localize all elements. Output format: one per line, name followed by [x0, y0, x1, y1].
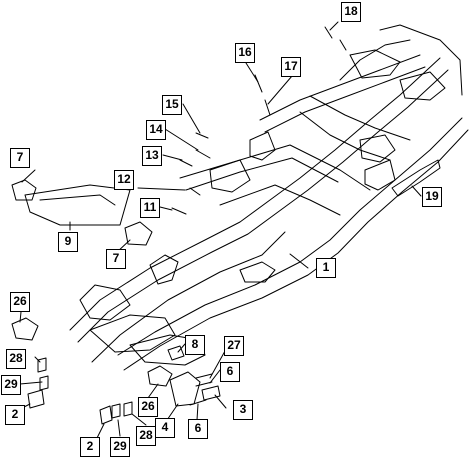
part-7-bracket-right	[124, 221, 153, 246]
callout-28-b: 28	[136, 426, 156, 446]
callout-6-b: 6	[188, 419, 208, 439]
part-2-mount-b	[99, 405, 113, 425]
callout-7-b: 7	[106, 249, 126, 269]
part-19-bracket	[391, 159, 441, 197]
part-7-bracket-left	[11, 179, 37, 201]
callout-27: 27	[224, 336, 244, 356]
part-14-bolt	[195, 149, 211, 159]
callout-29-b: 29	[110, 437, 130, 457]
callout-26-a: 26	[10, 292, 30, 312]
callout-19: 19	[422, 187, 442, 207]
part-15-bolt	[195, 132, 209, 139]
callout-18: 18	[341, 2, 361, 22]
callout-26-b: 26	[138, 397, 158, 417]
callout-3: 3	[233, 400, 253, 420]
callout-13: 13	[142, 146, 162, 166]
part-11-bolt	[171, 207, 187, 215]
callout-17: 17	[281, 57, 301, 77]
callout-15: 15	[162, 95, 182, 115]
callout-16: 16	[235, 43, 255, 63]
part-8-bushing	[167, 345, 185, 361]
part-6-plate-a	[195, 373, 213, 387]
callout-9: 9	[58, 232, 78, 252]
part-26-bracket-b	[147, 365, 173, 387]
callout-12: 12	[114, 170, 134, 190]
callout-8: 8	[185, 335, 205, 355]
part-3-plate	[201, 385, 221, 401]
leader-lines	[19, 21, 422, 441]
part-29-insulator-b	[111, 403, 121, 419]
callout-4: 4	[155, 418, 175, 438]
callout-2-a: 2	[5, 405, 25, 425]
part-12-bolt	[189, 187, 201, 196]
part-13-bolt	[179, 159, 193, 167]
callout-6-a: 6	[220, 362, 240, 382]
callout-1: 1	[316, 258, 336, 278]
part-18-bolts	[324, 26, 347, 51]
part-28-spacer-a	[37, 357, 47, 373]
callout-14: 14	[146, 120, 166, 140]
part-28-spacer-b	[123, 401, 133, 417]
callout-28-a: 28	[6, 349, 26, 369]
part-4-mount	[169, 371, 201, 407]
part-17-pin	[264, 99, 271, 116]
callout-7-a: 7	[10, 148, 30, 168]
part-9-skid-plate	[24, 184, 131, 226]
part-29-insulator-a	[39, 375, 49, 391]
callout-11: 11	[140, 198, 160, 218]
frame-assembly	[69, 24, 469, 371]
callout-29-a: 29	[1, 375, 21, 395]
part-2-mount-a	[27, 389, 45, 409]
callout-2-b: 2	[80, 437, 100, 457]
part-26-bracket-a	[11, 317, 39, 341]
part-6-plate-b	[189, 399, 207, 406]
part-16-pin	[254, 74, 263, 93]
